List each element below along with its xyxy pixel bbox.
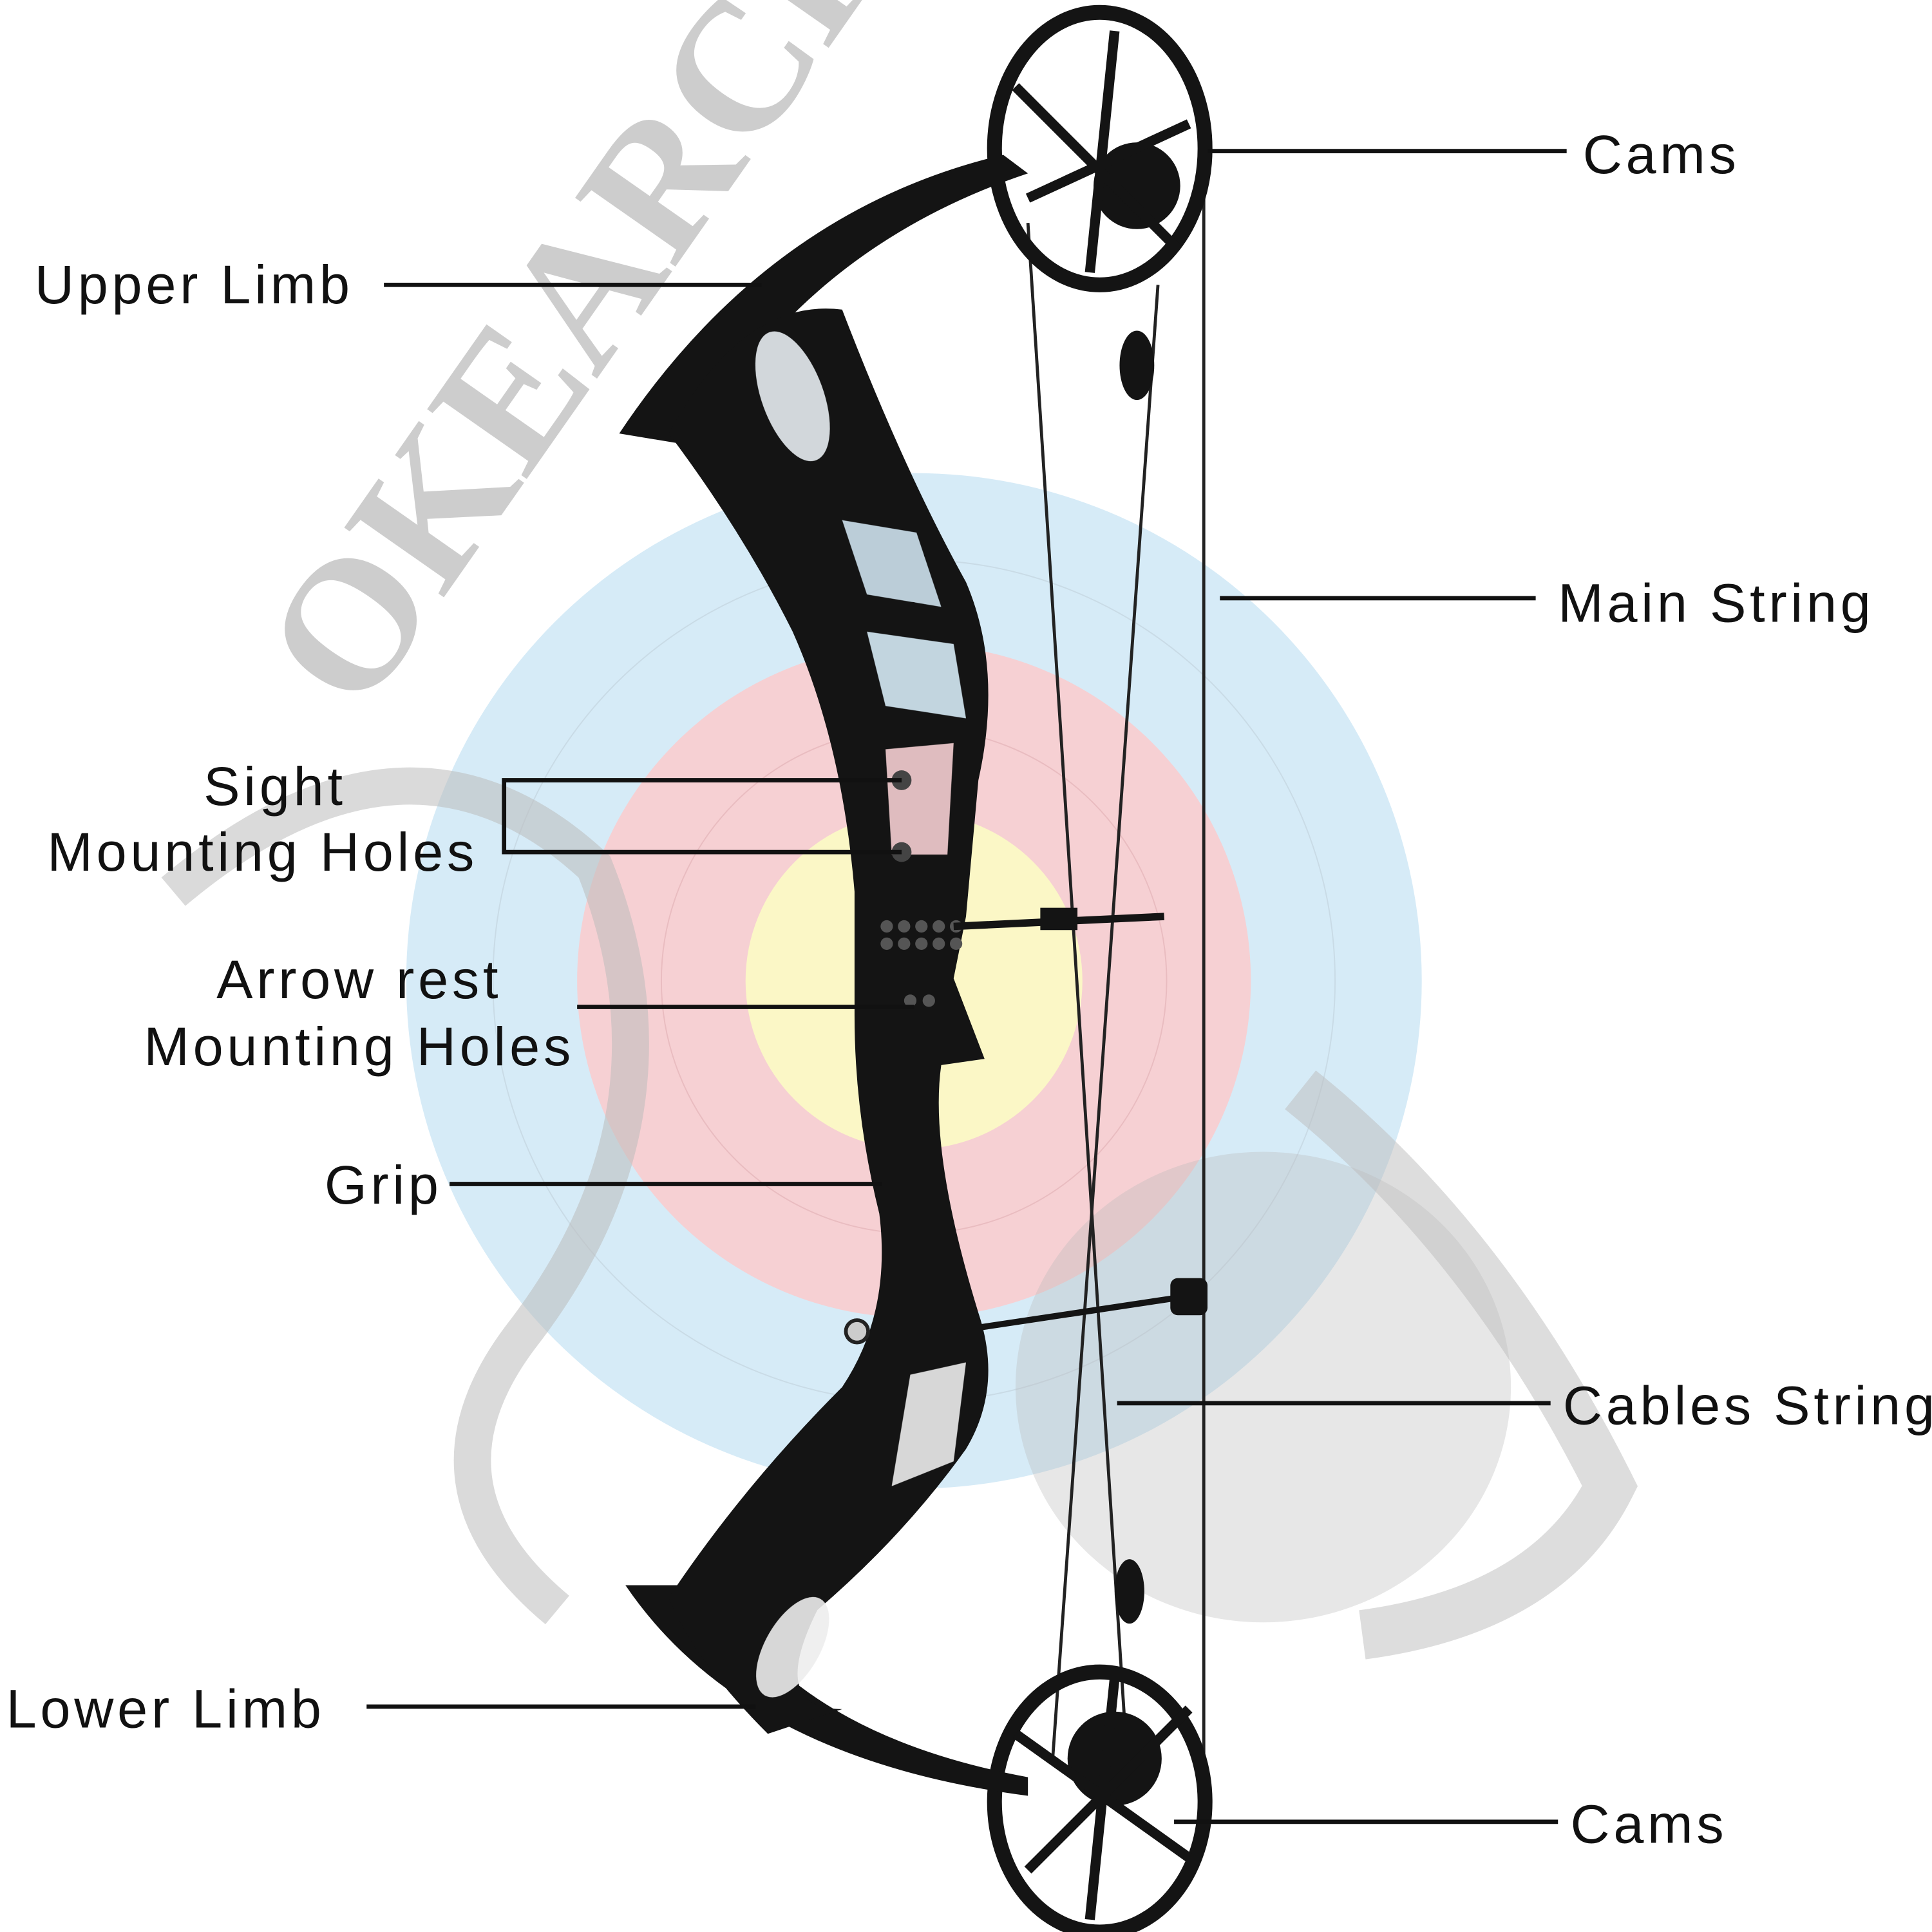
top-cam xyxy=(987,5,1213,401)
label-grip: Grip xyxy=(325,1154,442,1215)
cable-guard-slider xyxy=(1170,1278,1208,1316)
label-lower-limb: Lower Limb xyxy=(6,1678,325,1739)
label-cams-top: Cams xyxy=(1583,124,1740,185)
leader-lines xyxy=(366,149,1567,1824)
strings xyxy=(1026,161,1206,1815)
label-cams-bottom: Cams xyxy=(1570,1794,1727,1855)
riser-bolt xyxy=(844,1318,870,1345)
cable-1 xyxy=(1026,222,1129,1759)
label-upper-limb: Upper Limb xyxy=(35,254,354,315)
cable-2 xyxy=(1051,285,1160,1759)
label-arrow-rest-line2: Mounting Holes xyxy=(144,1016,574,1077)
bottom-cam xyxy=(987,1559,1213,1932)
label-sight-line2: Mounting Holes xyxy=(47,821,478,882)
label-cables-string: Cables String xyxy=(1563,1375,1932,1436)
cable-guard-rod xyxy=(978,1294,1177,1331)
label-main-string: Main String xyxy=(1558,572,1874,633)
label-sight-line1: Sight xyxy=(204,755,346,817)
label-arrow-rest-line1: Arrow rest xyxy=(216,949,502,1010)
riser-cutouts xyxy=(755,331,966,1698)
